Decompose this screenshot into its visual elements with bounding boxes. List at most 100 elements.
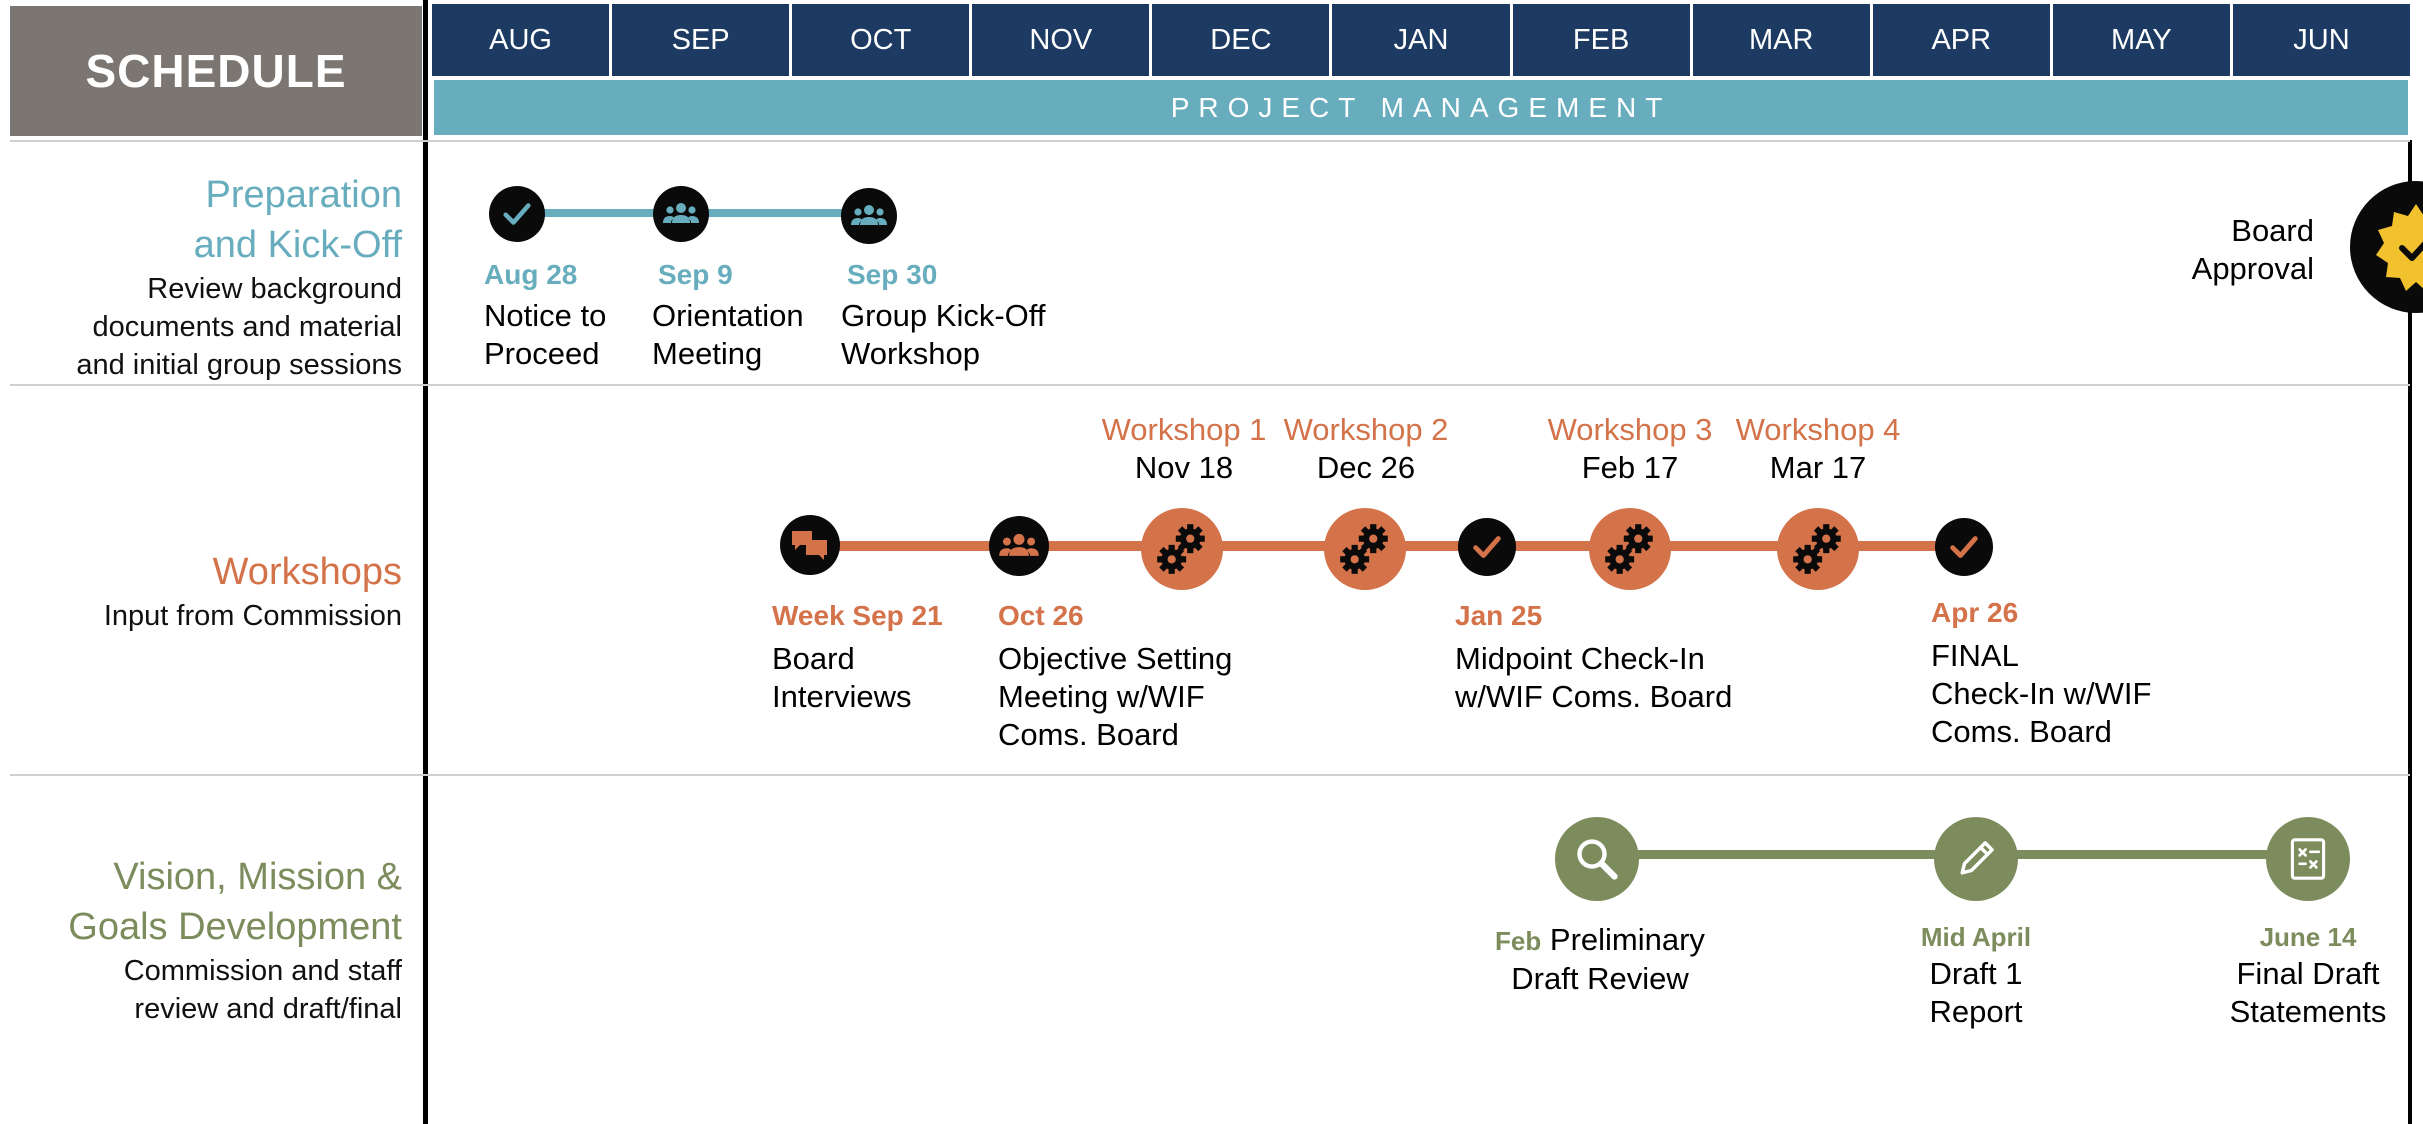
row-divider — [10, 384, 2410, 386]
schedule-title: SCHEDULE — [10, 6, 422, 136]
month-bar: AUG SEP OCT NOV DEC JAN FEB MAR APR MAY … — [432, 4, 2411, 76]
milestone-date: Mid April — [1920, 922, 2032, 952]
milestone-date: Sep 30 — [847, 259, 938, 290]
milestone-date: Sep 9 — [658, 259, 733, 290]
milestone-draft-1-report: Mid April Draft 1 Report — [1876, 922, 2076, 1031]
milestone-date: Feb — [1495, 926, 1542, 956]
workshop-date: Feb 17 — [1581, 450, 1679, 485]
workshops-desc: Input from Commission — [103, 600, 402, 632]
milestone-board-interviews: Week Sep 21 Board Interviews — [772, 600, 943, 716]
milestone-label: Board — [772, 641, 855, 676]
milestone-label: Draft 1 — [1929, 956, 2023, 991]
group-icon — [653, 186, 709, 242]
milestone-label: Proceed — [484, 336, 600, 371]
workshop-2-label: Workshop 2 Dec 26 — [1276, 411, 1456, 487]
milestone-label: FINAL — [1931, 638, 2019, 673]
milestone-label: Midpoint Check-In — [1455, 641, 1705, 676]
workshops-title: Workshops — [212, 551, 402, 593]
milestone-label: Coms. Board — [1931, 714, 2112, 749]
milestone-label: Workshop — [841, 336, 980, 371]
month-dec: DEC — [1152, 4, 1333, 76]
notepad-icon — [2266, 817, 2350, 901]
vision-desc: review and draft/final — [134, 993, 402, 1025]
check-icon — [1458, 518, 1516, 576]
project-management-banner: PROJECT MANAGEMENT — [434, 80, 2408, 135]
gears-icon — [1777, 508, 1859, 590]
month-aug: AUG — [432, 4, 613, 76]
workshop-4-label: Workshop 4 Mar 17 — [1728, 411, 1908, 487]
vision-section-label: Vision, Mission & Goals Development Comm… — [10, 852, 402, 1028]
prep-desc: documents and material — [92, 311, 403, 343]
milestone-label: Statements — [2229, 994, 2387, 1029]
milestone-final-draft-statements: June 14 Final Draft Statements — [2208, 922, 2408, 1031]
group-icon — [989, 516, 1049, 576]
check-icon — [489, 186, 545, 242]
vision-title: Vision, Mission & — [113, 856, 402, 898]
workshop-name: Workshop 3 — [1547, 412, 1713, 447]
workshop-1-label: Workshop 1 Nov 18 — [1094, 411, 1274, 487]
prep-title: and Kick-Off — [193, 224, 402, 266]
milestone-orientation-meeting: Sep 9 Orientation Meeting — [652, 259, 804, 373]
milestone-label: Meeting — [652, 336, 763, 371]
month-jan: JAN — [1332, 4, 1513, 76]
month-oct: OCT — [792, 4, 973, 76]
milestone-label: Check-In w/WIF — [1931, 676, 2152, 711]
month-may: MAY — [2052, 4, 2233, 76]
workshop-date: Nov 18 — [1134, 450, 1234, 485]
prep-desc: and initial group sessions — [76, 349, 402, 381]
milestone-group-kickoff: Sep 30 Group Kick-Off Workshop — [841, 259, 1045, 373]
row-divider — [10, 140, 2410, 142]
right-divider — [2408, 140, 2412, 1124]
milestone-label: Draft Review — [1511, 961, 1689, 996]
row-divider — [10, 774, 2410, 776]
workshop-date: Mar 17 — [1769, 450, 1867, 485]
left-divider — [423, 0, 428, 1124]
chat-bubbles-icon — [780, 515, 840, 575]
milestone-date: Week Sep 21 — [772, 600, 943, 631]
workshop-name: Workshop 1 — [1101, 412, 1267, 447]
milestone-label: Group Kick-Off — [841, 298, 1046, 333]
milestone-date: Apr 26 — [1931, 597, 2019, 628]
month-feb: FEB — [1512, 4, 1693, 76]
workshop-date: Dec 26 — [1316, 450, 1416, 485]
workshop-name: Workshop 4 — [1735, 412, 1901, 447]
milestone-date: June 14 — [2259, 922, 2357, 952]
check-icon — [1935, 518, 1993, 576]
milestone-label: Preliminary — [1549, 922, 1705, 957]
month-mar: MAR — [1692, 4, 1873, 76]
milestone-midpoint-checkin: Jan 25 Midpoint Check-In w/WIF Coms. Boa… — [1455, 600, 1732, 716]
milestone-final-checkin: Apr 26 FINAL Check-In w/WIF Coms. Board — [1931, 597, 2151, 751]
prep-section-label: Preparation and Kick-Off Review backgrou… — [10, 170, 402, 384]
milestone-notice-to-proceed: Aug 28 Notice to Proceed — [484, 259, 606, 373]
gears-icon — [1141, 508, 1223, 590]
gears-icon — [1589, 508, 1671, 590]
board-approval-line: Approval — [2191, 251, 2314, 286]
board-approval-line: Board — [2231, 213, 2314, 248]
board-approval-label: Board Approval — [2170, 212, 2314, 288]
workshops-section-label: Workshops Input from Commission — [10, 547, 402, 635]
milestone-date: Jan 25 — [1455, 600, 1543, 631]
badge-check-icon — [2350, 181, 2423, 313]
board-approval-badge — [2346, 180, 2423, 314]
vision-title: Goals Development — [68, 906, 402, 948]
gears-icon — [1324, 508, 1406, 590]
milestone-preliminary-draft: Feb Preliminary Draft Review — [1460, 921, 1740, 998]
milestone-label: Meeting w/WIF — [998, 679, 1205, 714]
milestone-label: Report — [1929, 994, 2023, 1029]
pencil-icon — [1934, 817, 2018, 901]
milestone-label: Orientation — [652, 298, 804, 333]
month-apr: APR — [1872, 4, 2053, 76]
prep-desc: Review background — [147, 273, 402, 305]
milestone-label: Interviews — [772, 679, 912, 714]
group-icon — [841, 188, 897, 244]
month-jun: JUN — [2232, 4, 2411, 76]
milestone-date: Oct 26 — [998, 600, 1084, 631]
milestone-date: Aug 28 — [484, 259, 578, 290]
month-nov: NOV — [972, 4, 1153, 76]
milestone-label: w/WIF Coms. Board — [1455, 679, 1733, 714]
month-sep: SEP — [612, 4, 793, 76]
workshop-3-label: Workshop 3 Feb 17 — [1540, 411, 1720, 487]
milestone-label: Notice to — [484, 298, 607, 333]
milestone-label: Coms. Board — [998, 717, 1179, 752]
milestone-label: Final Draft — [2236, 956, 2380, 991]
